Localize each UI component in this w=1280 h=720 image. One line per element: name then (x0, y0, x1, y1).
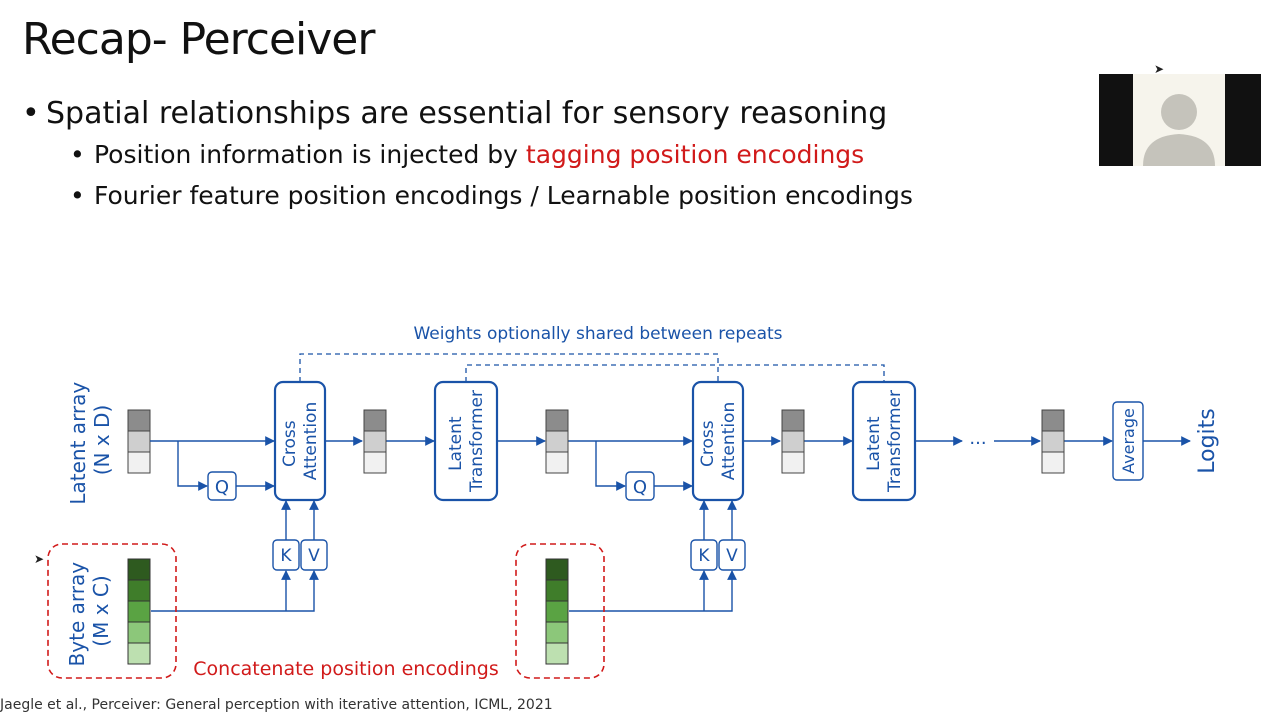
query-box (625, 471, 655, 501)
bullet-list: •Spatial relationships are essential for… (22, 94, 1082, 216)
sub-bullet-item: • Fourier feature position encodings / Le… (70, 175, 1082, 216)
sub-bullet-highlight: tagging position encodings (525, 140, 865, 169)
latent-array-label: Latent array (N x D) (66, 375, 114, 504)
latent-array (363, 409, 387, 474)
mouse-cursor-icon: ➤ (1154, 62, 1165, 76)
svg-text:K: K (698, 546, 710, 566)
bullet-text: Spatial relationships are essential for … (46, 96, 888, 131)
latent-array (545, 409, 569, 474)
sub-bullet-item: • Position information is injected by tag… (70, 134, 1082, 175)
byte-array-highlight (515, 543, 605, 679)
latent-transformer-block (851, 380, 917, 502)
citation: Jaegle et al., Perceiver: General percep… (0, 697, 553, 713)
latent-transformer-label: Latent Transformer (864, 390, 905, 493)
byte-array (127, 558, 151, 665)
latent-transformer-block (433, 380, 499, 502)
person-placeholder-icon (1143, 94, 1215, 166)
bullet-dot: • (70, 140, 85, 169)
cross-attention-block (273, 380, 327, 502)
average-label: Average (1119, 408, 1138, 474)
kv-arrows (151, 500, 319, 612)
sub-bullet-text: Position information is injected by (94, 140, 526, 169)
bullet-item: •Spatial relationships are essential for… (22, 94, 1082, 134)
average-block (1112, 401, 1144, 481)
concat-label: Concatenate position encodings (193, 658, 498, 680)
shared-weights-label: Weights optionally shared between repeat… (413, 324, 782, 344)
byte-array (545, 558, 569, 665)
bullet-dot: • (70, 181, 85, 210)
latent-array (127, 409, 151, 474)
svg-text:K: K (280, 546, 292, 566)
byte-array-label: Byte array (M x C) (65, 556, 113, 667)
latent-transformer-label: Latent Transformer (446, 390, 487, 493)
cross-attention-label: Cross Attention (698, 402, 739, 480)
webcam-thumbnail (1099, 74, 1261, 166)
shared-weights-connector (299, 353, 885, 382)
query-label: Q (633, 477, 647, 498)
sub-bullet-text: Fourier feature position encodings / Lea… (94, 181, 913, 210)
perceiver-diagram: Weights optionally shared between repeat… (47, 324, 1220, 680)
query-box (207, 471, 237, 501)
kv-arrows (569, 500, 737, 612)
mouse-cursor-icon: ➤ (34, 552, 45, 566)
svg-text:V: V (726, 546, 738, 566)
cross-attention-label: Cross Attention (280, 402, 321, 480)
cross-attention-block (691, 380, 745, 502)
latent-array (1041, 409, 1065, 474)
main-flow-arrows (150, 436, 1191, 491)
bullet-dot: • (22, 96, 40, 131)
query-label: Q (215, 477, 229, 498)
repeat-ellipsis: ... (969, 428, 986, 449)
logits-label: Logits (1195, 408, 1220, 474)
key-value-inputs: K V (272, 539, 328, 571)
avatar (1133, 74, 1225, 166)
key-value-inputs: K V (690, 539, 746, 571)
byte-array-highlight (47, 543, 177, 679)
slide-title: Recap- Perceiver (22, 14, 375, 65)
svg-text:V: V (308, 546, 320, 566)
latent-array (781, 409, 805, 474)
